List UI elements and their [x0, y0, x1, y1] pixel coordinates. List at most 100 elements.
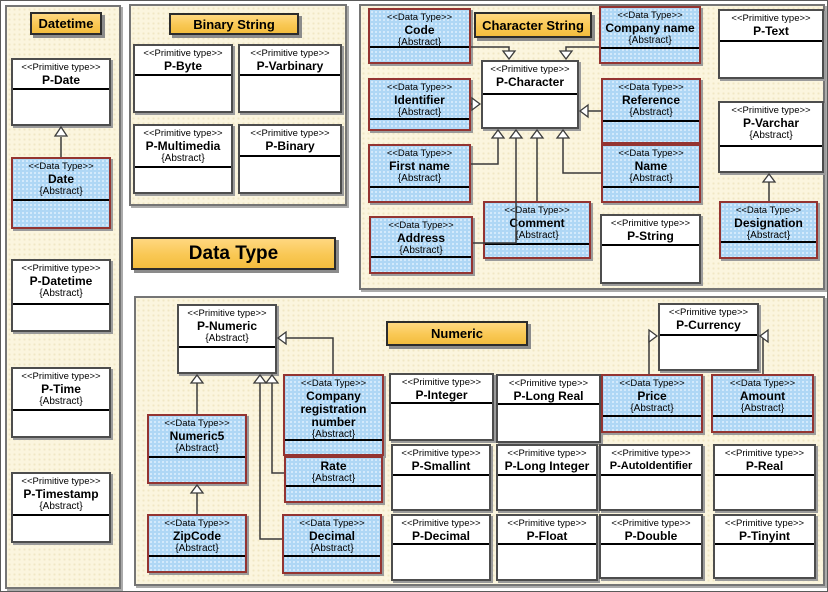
class-box-amount[interactable]: <<Data Type>>Amount{Abstract}	[711, 374, 814, 433]
class-name: P-Time	[41, 382, 81, 396]
class-header: <<Primitive type>>P-Date	[13, 60, 109, 90]
class-header: <<Primitive type>>P-Timestamp{Abstract}	[13, 474, 109, 516]
class-name: P-Currency	[676, 318, 741, 332]
class-name: P-Binary	[265, 139, 315, 153]
class-header: <<Data Type>>Company registration number…	[285, 376, 382, 441]
class-box-price[interactable]: <<Data Type>>Price{Abstract}	[601, 374, 703, 433]
stereotype-label: <<Data Type>>	[386, 148, 453, 159]
class-name: Comment	[509, 216, 565, 230]
class-box-first-name[interactable]: <<Data Type>>First name{Abstract}	[368, 144, 471, 203]
class-header: <<Data Type>>Reference{Abstract}	[603, 80, 699, 122]
class-box-p-tinyint[interactable]: <<Primitive type>>P-Tinyint	[713, 514, 816, 579]
abstract-label: {Abstract}	[161, 153, 205, 164]
stereotype-label: <<Data Type>>	[729, 378, 796, 389]
class-name: P-Varchar	[742, 116, 800, 130]
class-box-address[interactable]: <<Data Type>>Address{Abstract}	[369, 216, 473, 274]
stereotype-label: <<Primitive type>>	[401, 448, 481, 459]
class-name: P-Long Integer	[504, 459, 590, 473]
class-box-rate[interactable]: Rate{Abstract}	[284, 456, 383, 503]
abstract-label: {Abstract}	[39, 186, 83, 197]
stereotype-label: <<Primitive type>>	[724, 518, 805, 529]
group-title-datetime[interactable]: Datetime	[30, 12, 102, 35]
class-box-company-name[interactable]: <<Data Type>>Company name{Abstract}	[599, 6, 701, 64]
class-box-p-multimedia[interactable]: <<Primitive type>>P-Multimedia{Abstract}	[133, 124, 233, 194]
abstract-label: {Abstract}	[399, 245, 443, 256]
class-box-name[interactable]: <<Data Type>>Name{Abstract}	[601, 144, 701, 203]
class-name: P-Multimedia	[145, 139, 221, 153]
class-box-identifier[interactable]: <<Data Type>>Identifier{Abstract}	[368, 78, 471, 131]
class-header: <<Primitive type>>P-Real	[715, 446, 814, 476]
class-box-p-string[interactable]: <<Primitive type>>P-String	[600, 214, 701, 284]
class-box-p-varbinary[interactable]: <<Primitive type>>P-Varbinary	[238, 44, 342, 113]
class-box-p-date[interactable]: <<Primitive type>>P-Date	[11, 58, 111, 126]
class-box-p-double[interactable]: <<Primitive type>>P-Double	[599, 514, 703, 579]
class-box-p-varchar[interactable]: <<Primitive type>>P-Varchar{Abstract}	[718, 101, 824, 173]
class-box-p-float[interactable]: <<Primitive type>>P-Float	[496, 514, 598, 581]
abstract-label: {Abstract}	[628, 35, 672, 46]
class-box-designation[interactable]: <<Data Type>>Designation{Abstract}	[719, 201, 818, 259]
class-box-p-long-integer[interactable]: <<Primitive type>>P-Long Integer	[496, 444, 598, 511]
diagram-title-label: Data Type	[188, 242, 279, 264]
class-box-p-character[interactable]: <<Primitive type>>P-Character	[481, 60, 579, 129]
class-box-p-autoidentifier[interactable]: <<Primitive type>>P-AutoIdentifier	[599, 444, 703, 511]
class-box-company-registration-number[interactable]: <<Data Type>>Company registration number…	[283, 374, 384, 456]
abstract-label: {Abstract}	[749, 130, 793, 141]
class-name: Reference	[621, 93, 681, 107]
class-header: <<Data Type>>Address{Abstract}	[371, 218, 471, 258]
stereotype-label: <<Primitive type>>	[731, 105, 811, 116]
class-box-p-datetime[interactable]: <<Primitive type>>P-Datetime{Abstract}	[11, 259, 111, 332]
class-box-p-text[interactable]: <<Primitive type>>P-Text	[718, 9, 824, 79]
class-box-p-numeric[interactable]: <<Primitive type>>P-Numeric{Abstract}	[177, 304, 277, 374]
class-box-decimal[interactable]: <<Data Type>>Decimal{Abstract}	[282, 514, 382, 574]
group-title-numeric[interactable]: Numeric	[386, 321, 528, 346]
stereotype-label: <<Primitive type>>	[21, 371, 101, 382]
class-box-p-integer[interactable]: <<Primitive type>>P-Integer	[389, 373, 494, 441]
class-header: <<Primitive type>>P-Varbinary	[240, 46, 340, 76]
class-header: <<Primitive type>>P-Tinyint	[715, 516, 814, 545]
class-name: P-Text	[753, 24, 789, 38]
diagram-title[interactable]: Data Type	[131, 237, 336, 270]
abstract-label: {Abstract}	[515, 230, 559, 241]
stereotype-label: <<Data Type>>	[164, 518, 230, 529]
class-box-date[interactable]: <<Data Type>>Date{Abstract}	[11, 157, 111, 229]
stereotype-label: <<Data Type>>	[617, 10, 683, 21]
stereotype-label: <<Data Type>>	[618, 82, 684, 93]
class-box-p-byte[interactable]: <<Primitive type>>P-Byte	[133, 44, 233, 113]
class-name: P-Timestamp	[23, 487, 99, 501]
class-box-p-decimal[interactable]: <<Primitive type>>P-Decimal	[391, 514, 491, 581]
class-header: <<Primitive type>>P-Currency	[660, 305, 757, 336]
stereotype-label: <<Primitive type>>	[724, 448, 805, 459]
class-header: <<Data Type>>First name{Abstract}	[370, 146, 469, 188]
group-title-character-string[interactable]: Character String	[474, 12, 592, 38]
class-name: P-Double	[624, 529, 678, 543]
class-name: P-Numeric	[196, 319, 258, 333]
class-name: Amount	[739, 389, 786, 403]
group-title-label: Character String	[482, 17, 584, 33]
class-box-zipcode[interactable]: <<Data Type>>ZipCode{Abstract}	[147, 514, 247, 573]
class-box-p-currency[interactable]: <<Primitive type>>P-Currency	[658, 303, 759, 371]
class-box-reference[interactable]: <<Data Type>>Reference{Abstract}	[601, 78, 701, 144]
group-title-label: Binary String	[193, 16, 275, 32]
class-box-comment[interactable]: <<Data Type>>Comment{Abstract}	[483, 201, 591, 259]
group-title-label: Datetime	[38, 16, 94, 31]
stereotype-label: <<Data Type>>	[735, 205, 802, 216]
class-name: Date	[47, 172, 74, 186]
class-name: Code	[404, 23, 435, 37]
class-name: Address	[396, 231, 446, 245]
stereotype-label: <<Primitive type>>	[610, 218, 691, 229]
class-box-numeric5[interactable]: <<Data Type>>Numeric5{Abstract}	[147, 414, 247, 484]
abstract-label: {Abstract}	[629, 173, 673, 184]
group-title-binary-string[interactable]: Binary String	[169, 13, 299, 35]
class-box-p-real[interactable]: <<Primitive type>>P-Real	[713, 444, 816, 511]
class-box-code[interactable]: <<Data Type>>Code{Abstract}	[368, 8, 471, 64]
class-header: <<Primitive type>>P-Double	[601, 516, 701, 545]
class-box-p-time[interactable]: <<Primitive type>>P-Time{Abstract}	[11, 367, 111, 438]
stereotype-label: <<Primitive type>>	[187, 308, 267, 319]
class-box-p-timestamp[interactable]: <<Primitive type>>P-Timestamp{Abstract}	[11, 472, 111, 543]
stereotype-label: <<Data Type>>	[388, 220, 454, 231]
class-box-p-long-real[interactable]: <<Primitive type>>P-Long Real	[496, 374, 601, 443]
abstract-label: {Abstract}	[740, 403, 785, 414]
class-box-p-smallint[interactable]: <<Primitive type>>P-Smallint	[391, 444, 491, 511]
class-box-p-binary[interactable]: <<Primitive type>>P-Binary	[238, 124, 342, 194]
stereotype-label: <<Primitive type>>	[143, 128, 223, 139]
